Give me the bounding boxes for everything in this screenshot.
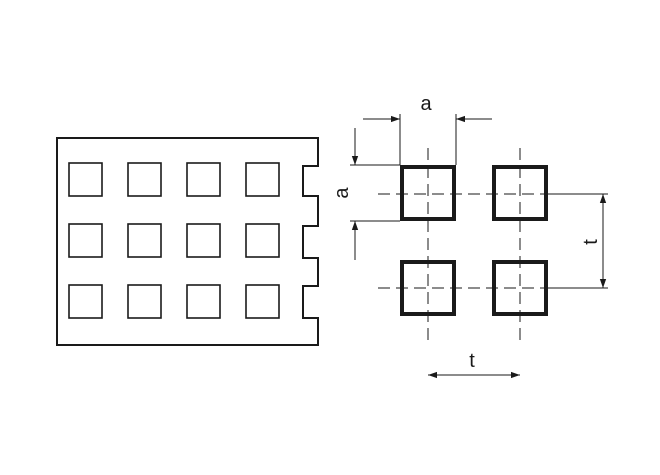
label-a-horizontal: a <box>420 93 432 115</box>
sheet-hole <box>68 223 103 258</box>
label-t-vertical: t <box>580 239 602 245</box>
label-a-vertical: a <box>331 187 353 199</box>
sheet-hole <box>186 162 221 197</box>
dimension-a-horizontal <box>363 114 492 165</box>
detail-hole-top-left <box>400 165 456 221</box>
sheet-hole <box>245 284 280 319</box>
sheet-hole <box>245 162 280 197</box>
sheet-hole <box>127 223 162 258</box>
sheet-hole <box>127 284 162 319</box>
detail-view: a a t t <box>331 93 608 379</box>
dimension-a-vertical <box>350 128 400 260</box>
sheet-outline <box>56 137 319 346</box>
sheet-panel <box>56 137 319 346</box>
detail-holes <box>400 165 548 316</box>
sheet-hole <box>68 284 103 319</box>
sheet-hole <box>245 223 280 258</box>
dimension-t-vertical <box>548 193 608 289</box>
detail-hole-bottom-left <box>400 260 456 316</box>
label-t-horizontal: t <box>469 350 475 372</box>
detail-hole-bottom-right <box>492 260 548 316</box>
centerlines <box>378 148 570 340</box>
sheet-hole <box>68 162 103 197</box>
sheet-hole <box>127 162 162 197</box>
sheet-holes <box>68 162 280 319</box>
detail-hole-top-right <box>492 165 548 221</box>
sheet-hole <box>186 284 221 319</box>
sheet-hole <box>186 223 221 258</box>
